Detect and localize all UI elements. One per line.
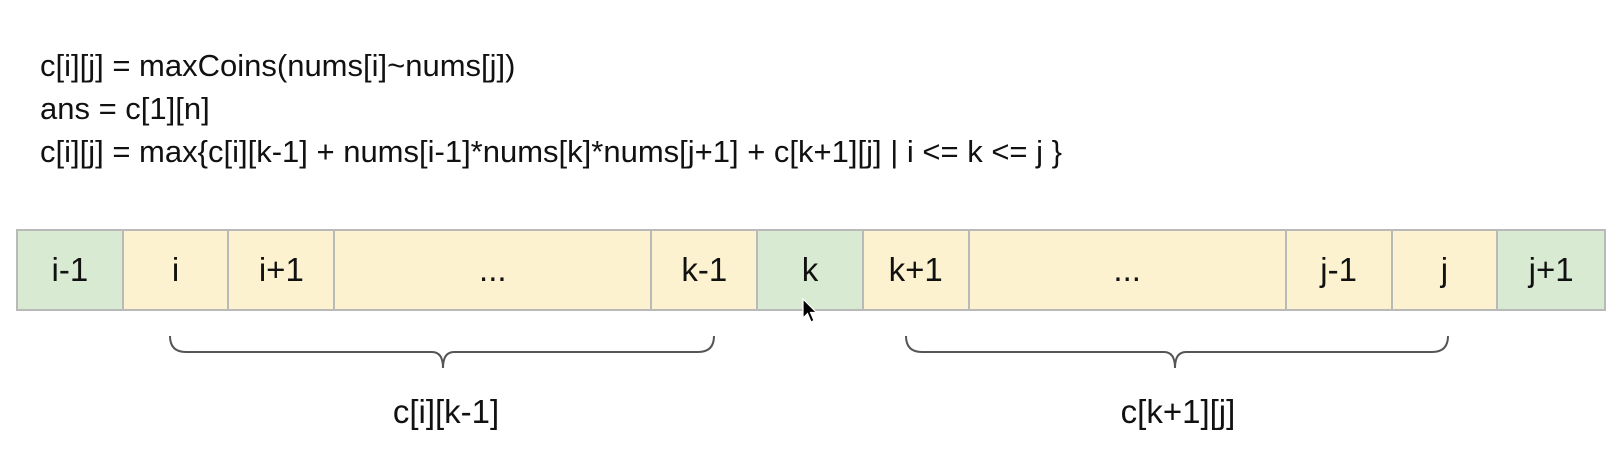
mouse-cursor-icon [802,298,818,323]
cell-k-plus-1: k+1 [863,231,970,309]
right-range-brace [905,335,1449,369]
formula-recurrence: c[i][j] = max{c[i][k-1] + nums[i-1]*nums… [40,134,1063,169]
left-range-brace [169,335,715,369]
formula-answer: ans = c[1][n] [40,91,210,126]
cell-ellipsis-right: ... [969,231,1287,309]
cell-k: k [758,231,864,309]
left-range-label: c[i][k-1] [392,393,500,430]
formula-block: c[i][j] = maxCoins(nums[i]~nums[j]) ans … [40,44,1062,173]
cell-j-plus-1: j+1 [1498,231,1604,309]
cell-i-plus-1: i+1 [229,231,336,309]
cell-j-minus-1: j-1 [1286,231,1393,309]
formula-definition: c[i][j] = maxCoins(nums[i]~nums[j]) [40,48,516,83]
array-cells: i-1 i i+1 ... k-1 k k+1 ... j-1 j j+1 [16,229,1606,311]
cell-j: j [1392,231,1499,309]
cell-k-minus-1: k-1 [652,231,759,309]
right-range-label: c[k+1][j] [1120,393,1236,430]
cell-i: i [123,231,230,309]
cell-i-minus-1: i-1 [18,231,124,309]
cell-ellipsis-left: ... [335,231,653,309]
